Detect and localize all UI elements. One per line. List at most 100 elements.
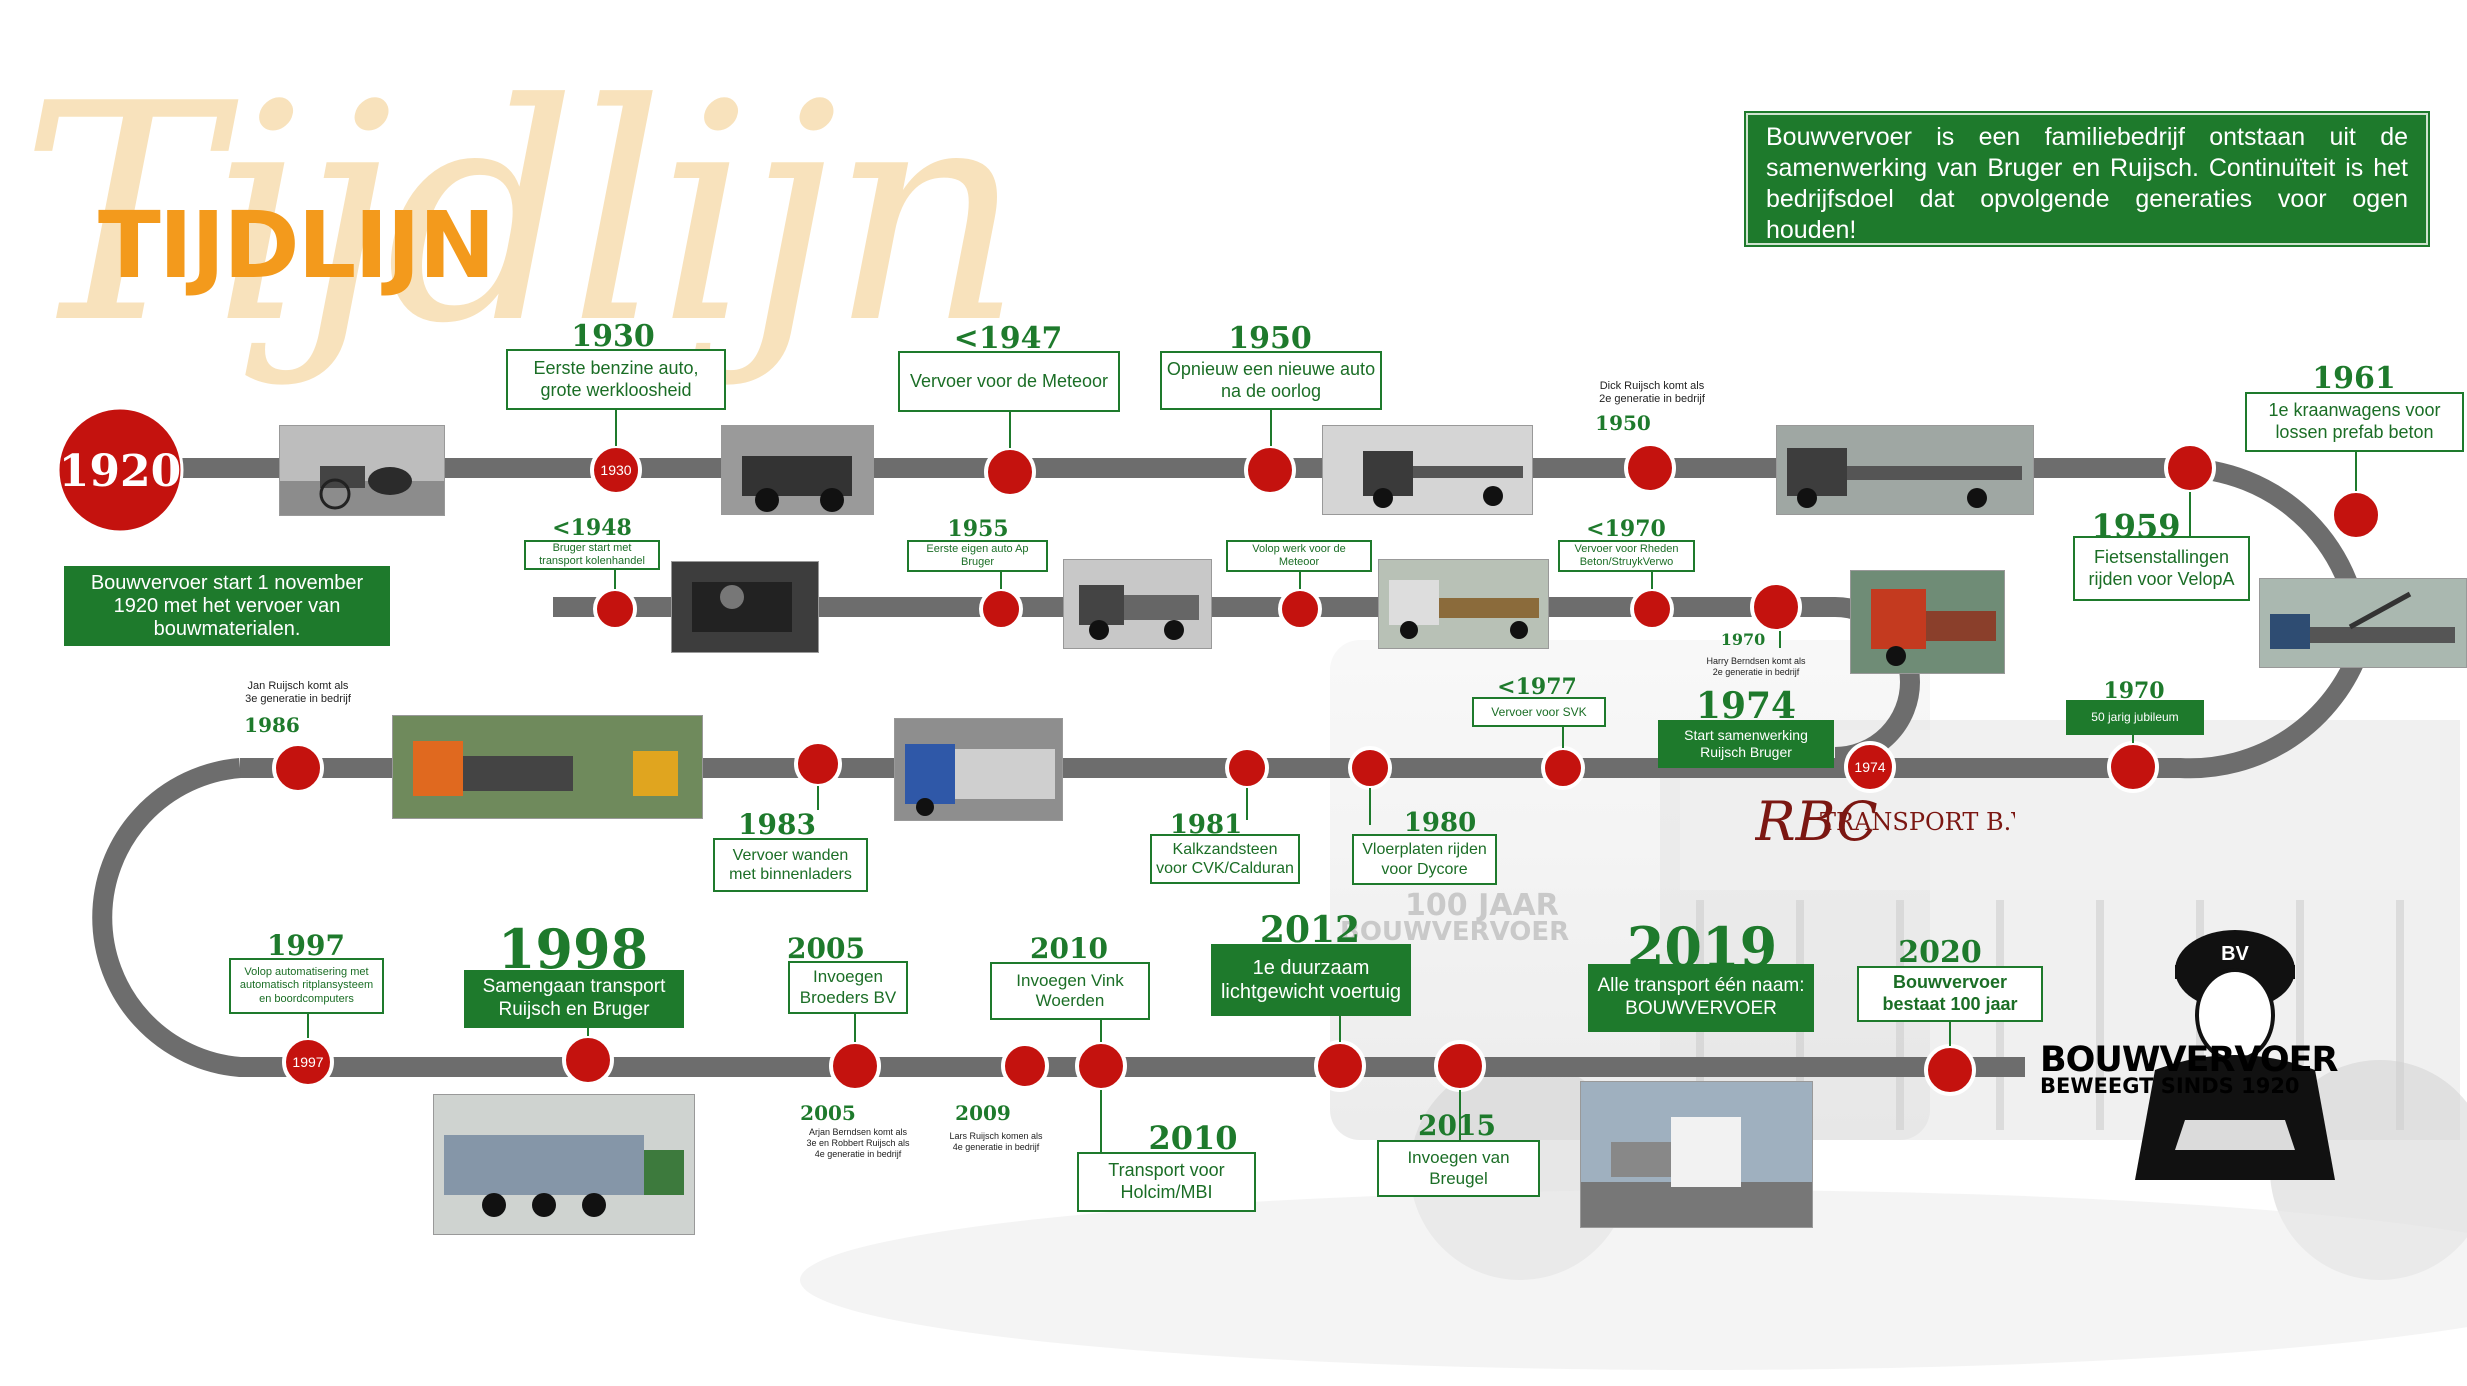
track-row-3 (92, 758, 2025, 1077)
note-1986: Jan Ruijsch komt als 3e generatie in bed… (245, 680, 351, 705)
dot-1974 (1844, 741, 1896, 793)
start-dot-1920: 1920 (56, 406, 184, 534)
event-1948: Bruger start met transport kolenhandel (524, 540, 660, 570)
dot-1970b (1750, 581, 1802, 633)
year-1970b: 1970 (1720, 630, 1766, 649)
event-1974: Start samenwerking Ruijsch Bruger (1658, 720, 1834, 768)
dot-2015 (1434, 1040, 1486, 1092)
dot-1998 (562, 1034, 614, 1086)
dot-label-1974: 1974 (1854, 759, 1885, 775)
event-2012: 1e duurzaam lichtgewicht voertuig (1211, 944, 1411, 1016)
dot-1981 (1225, 746, 1269, 790)
event-1980: Vloerplaten rijden voor Dycore (1352, 834, 1497, 885)
event-1959: Fietsenstallingen rijden voor VelopA (2073, 536, 2250, 601)
event-2019: Alle transport één naam: BOUWVERVOER (1588, 964, 1814, 1032)
truck-banner-text: 100 JAAR (1405, 888, 1559, 923)
year-1983: 1983 (738, 808, 816, 841)
rbc-name: TRANSPORT B.V. (1820, 808, 2015, 836)
page-title: TIJDLIJN (98, 192, 496, 299)
intro-text-box: Bouwvervoer is een familiebedrijf ontsta… (1744, 111, 2430, 247)
event-2020: Bouwvervoer bestaat 100 jaar (1857, 966, 2043, 1022)
note-1950: Dick Ruijsch komt als 2e generatie in be… (1599, 380, 1705, 405)
year-1930: 1930 (571, 319, 655, 354)
photo-crane-truck-1961 (2259, 578, 2467, 668)
photo-first-car (721, 425, 874, 515)
bouwvervoer-mascot-logo: BV (2135, 930, 2335, 1180)
photo-truck-trailer-1950 (1776, 425, 2034, 515)
dot-1947 (984, 446, 1036, 498)
dot-1986 (272, 742, 324, 794)
event-1983: Vervoer wanden met binnenladers (713, 838, 868, 892)
year-1948: <1948 (552, 515, 632, 541)
bv-badge-text: BV (2221, 943, 2249, 965)
photo-red-truck-1970 (1850, 570, 2005, 674)
script-title: Tijdlijn (20, 40, 1023, 389)
photo-truck-1950 (1322, 425, 1533, 515)
event-1955: Eerste eigen auto Ap Bruger (907, 540, 1048, 572)
rbc-letters: RBC (1755, 790, 1878, 853)
event-1981: Kalkzandsteen voor CVK/Calduran (1150, 834, 1300, 884)
dot-1977 (1541, 746, 1585, 790)
year-2005: 2005 (787, 932, 865, 965)
year-2012: 2012 (1259, 909, 1361, 951)
year-1980: 1980 (1403, 808, 1477, 838)
event-1961: 1e kraanwagens voor lossen prefab beton (2245, 392, 2464, 452)
dot-2020 (1924, 1044, 1976, 1096)
dot-1983 (794, 740, 842, 788)
photo-kolenhandel (671, 561, 819, 653)
note-1970b: Harry Berndsen komt als 2e generatie in … (1706, 656, 1806, 677)
event-2005: Invoegen Broeders BV (788, 961, 908, 1014)
year-1970a: <1970 (1586, 516, 1666, 542)
truck-banner-brand: BOUWVERVOER (1340, 917, 1569, 947)
year-1947: <1947 (953, 321, 1063, 356)
photo-orange-trucks-1986 (392, 715, 703, 819)
dot-meteoor (1278, 587, 1322, 631)
event-1930: Eerste benzine auto, grote werkloosheid (506, 349, 726, 410)
dot-1948 (593, 587, 637, 631)
photo-first-truck-bruger (1063, 559, 1212, 649)
note-2009: Lars Ruijsch komen als 4e generatie in b… (949, 1131, 1043, 1152)
dot-2005 (829, 1040, 881, 1092)
start-description: Bouwvervoer start 1 november 1920 met he… (64, 566, 390, 646)
event-1977: Vervoer voor SVK (1472, 697, 1606, 727)
dot-1950b (1624, 442, 1676, 494)
dot-1970c (2107, 741, 2159, 793)
photo-crane-trailer-1998 (433, 1094, 695, 1235)
year-2015: 2015 (1418, 1109, 1496, 1142)
note-2005: Arjan Berndsen komt als 3e en Robbert Ru… (806, 1127, 910, 1159)
event-2015: Invoegen van Breugel (1377, 1140, 1540, 1197)
year-1970c: 1970 (2103, 678, 2165, 704)
year-1986: 1986 (244, 713, 300, 737)
year-2020: 2020 (1898, 935, 1982, 970)
dot-1980 (1348, 746, 1392, 790)
photo-scania-1983 (894, 718, 1063, 821)
event-2010: Invoegen Vink Woerden (990, 962, 1150, 1020)
dot-label-1930: 1930 (600, 462, 631, 478)
dot-1961-b (2330, 489, 2382, 541)
start-year: 1920 (59, 446, 181, 497)
year-1961: 1961 (2312, 361, 2396, 396)
year-2010: 2010 (1030, 932, 1108, 965)
event-1997: Volop automatisering met automatisch rit… (229, 958, 384, 1014)
year-2009: 2009 (955, 1101, 1011, 1125)
bouwvervoer-brand: BOUWVERVOER (2040, 1040, 2338, 1080)
dot-1970a (1630, 587, 1674, 631)
photo-horse-cart (279, 425, 445, 516)
dot-1950 (1244, 444, 1296, 496)
event-2010b: Transport voor Holcim/MBI (1077, 1152, 1256, 1212)
year-1998: 1998 (497, 917, 649, 981)
dot-label-1997: 1997 (292, 1054, 323, 1070)
event-1950: Opnieuw een nieuwe auto na de oorlog (1160, 351, 1382, 410)
rbc-transport-logo: RBC TRANSPORT B.V. (1754, 790, 2032, 875)
dot-2009 (1001, 1042, 1049, 1090)
event-1947: Vervoer voor de Meteoor (898, 351, 1120, 412)
year-1950b: 1950 (1595, 411, 1651, 435)
year-1955: 1955 (947, 516, 1009, 542)
year-1977: <1977 (1497, 674, 1577, 700)
dot-2010 (1075, 1040, 1127, 1092)
event-1970c: 50 jarig jubileum (2066, 700, 2204, 735)
year-1974: 1974 (1695, 685, 1797, 727)
year-2010b: 2010 (1148, 1119, 1238, 1157)
